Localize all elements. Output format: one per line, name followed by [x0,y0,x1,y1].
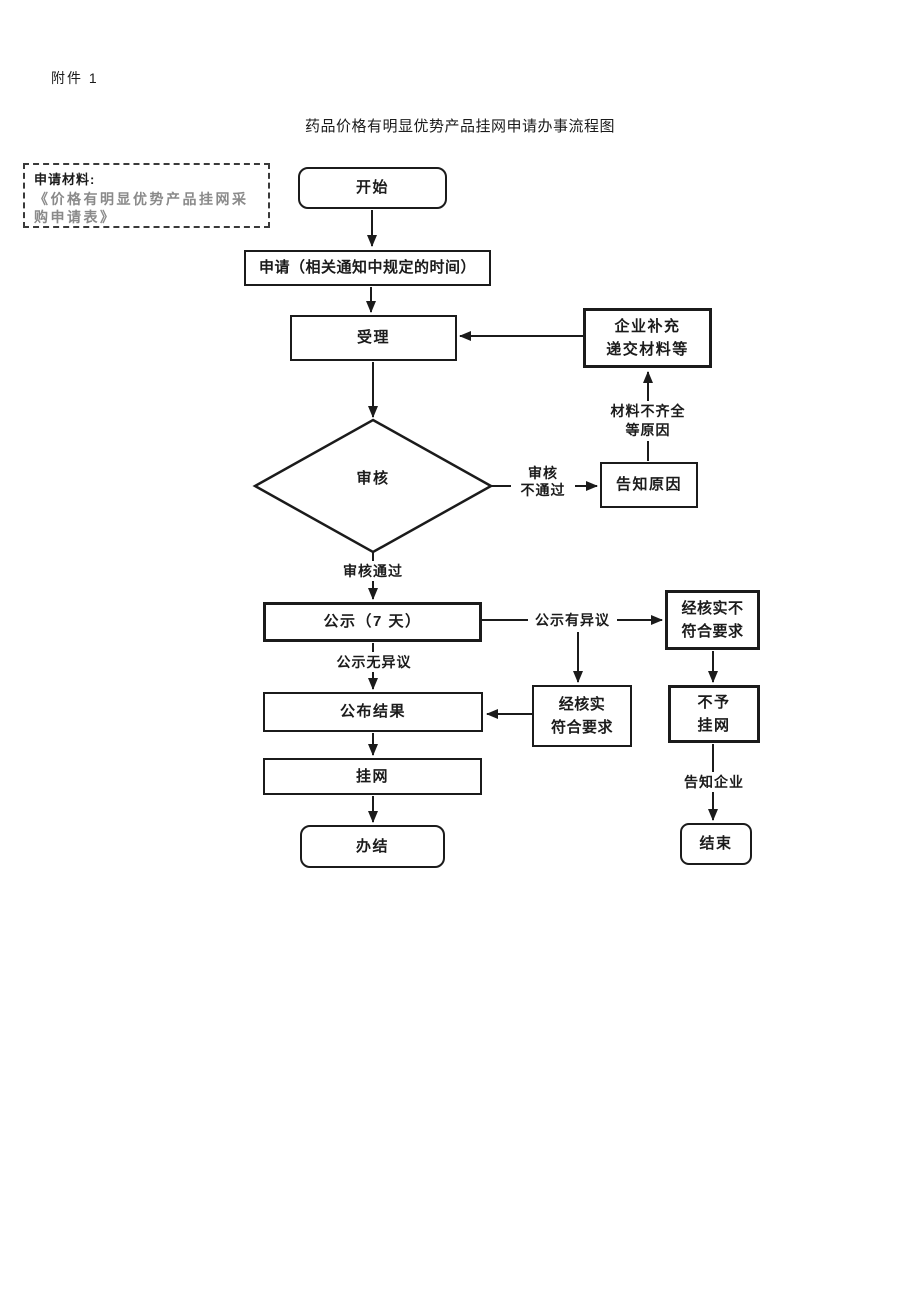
node-publish-result: 公布结果 [263,692,483,732]
edge-label-publicity-objection: 公示有异议 [528,610,617,630]
node-accept-label: 受理 [356,329,390,347]
edge-label-material-incomplete-line-2: 等原因 [625,422,671,438]
node-notify-reason: 告知原因 [600,462,698,508]
node-no-listing: 不予 挂网 [668,685,760,743]
node-verified-not-meet: 经核实不 符合要求 [665,590,760,650]
node-company-supplement-line-1: 企业补充 [614,317,681,335]
node-complete-label: 办结 [355,837,389,855]
node-publicity: 公示（7 天） [263,602,482,642]
edge-label-review-fail-line-1: 审核 [528,465,558,481]
node-review-label: 审核 [356,470,390,487]
node-verified-not-meet-line-1: 经核实不 [681,599,744,617]
node-listing: 挂网 [263,758,482,795]
attachment-label: 附件 1 [51,70,99,86]
node-start-label: 开始 [355,179,389,197]
node-verified-meet-line-2: 符合要求 [550,719,613,736]
node-listing-label: 挂网 [355,767,389,785]
node-accept: 受理 [290,315,457,361]
node-no-listing-line-1: 不予 [697,693,731,711]
node-company-supplement-line-2: 递交材料等 [606,341,689,358]
edge-label-publicity-no-objection: 公示无异议 [333,652,415,672]
materials-note: 申请材料: 《价格有明显优势产品挂网采购申请表》 [23,163,270,228]
node-notify-reason-label: 告知原因 [615,476,682,494]
edge-label-inform-company: 告知企业 [681,772,747,792]
node-start: 开始 [298,167,447,209]
node-no-listing-line-2: 挂网 [697,717,731,734]
edge-label-material-incomplete: 材料不齐全 等原因 [598,401,698,441]
node-apply: 申请（相关通知中规定的时间） [244,250,491,286]
materials-note-heading: 申请材料: [34,172,96,187]
node-end: 结束 [680,823,752,865]
node-verified-meet-line-1: 经核实 [558,695,606,713]
edge-label-material-incomplete-line-1: 材料不齐全 [610,403,686,419]
node-verified-meet: 经核实 符合要求 [532,685,632,747]
edge-label-review-pass: 审核通过 [329,561,417,581]
edge-label-review-fail-line-2: 不通过 [520,482,566,498]
materials-note-body: 《价格有明显优势产品挂网采购申请表》 [34,191,249,225]
node-apply-label: 申请（相关通知中规定的时间） [258,259,476,277]
node-company-supplement: 企业补充 递交材料等 [583,308,712,368]
node-publish-result-label: 公布结果 [339,703,406,721]
node-verified-not-meet-line-2: 符合要求 [681,623,744,640]
page-title: 药品价格有明显优势产品挂网申请办事流程图 [304,118,615,135]
node-complete: 办结 [300,825,445,868]
edge-label-review-fail: 审核 不通过 [511,464,575,500]
node-end-label: 结束 [699,835,733,853]
node-publicity-label: 公示（7 天） [323,613,422,631]
